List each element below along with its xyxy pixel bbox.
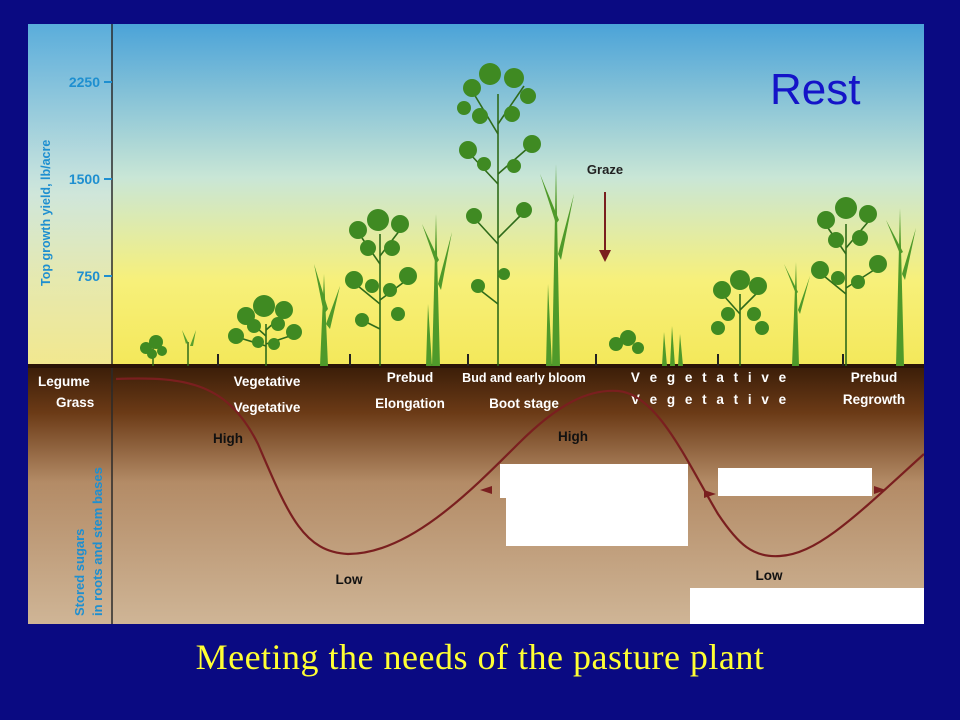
graze-label: Graze	[587, 162, 623, 177]
stage-grass-2: Boot stage	[489, 396, 559, 411]
row-label-grass: Grass	[56, 395, 94, 410]
blank-patch-1	[500, 464, 688, 498]
y-tick-2250: 2250	[69, 74, 100, 90]
blank-patch-4	[690, 588, 924, 624]
bottom-axis-label-line1: Stored sugars	[72, 529, 87, 616]
stored-sugar-curve	[115, 377, 924, 558]
y-tick-750: 750	[77, 268, 101, 284]
stage-grass-0: Vegetative	[234, 400, 301, 415]
stage-grass-1: Elongation	[375, 396, 445, 411]
blank-patch-2	[506, 498, 688, 546]
curve-label-low-2: Low	[756, 568, 783, 583]
plant-illustrations: Graze	[140, 63, 916, 366]
curve-label-low-1: Low	[336, 572, 363, 587]
rest-title: Rest	[770, 65, 860, 114]
pasture-diagram: 2250 1500 750 Top growth yield, lb/acre …	[28, 24, 924, 624]
stage-legume-1: Prebud	[387, 370, 434, 385]
curve-label-high-1: High	[213, 431, 243, 446]
stage-legume-4: Prebud	[851, 370, 898, 385]
bottom-axis-label-line2: in roots and stem bases	[90, 467, 105, 616]
y-tick-1500: 1500	[69, 171, 100, 187]
stage-legume-0: Vegetative	[234, 374, 301, 389]
stage-legume-3: V e g e t a t i v e	[631, 370, 789, 385]
stage-grass-3: V e g e t a t i v e	[631, 392, 789, 407]
slide-caption: Meeting the needs of the pasture plant	[195, 637, 765, 677]
stage-legume-2: Bud and early bloom	[462, 371, 586, 385]
top-axis-label: Top growth yield, lb/acre	[39, 140, 53, 286]
curve-label-high-2: High	[558, 429, 588, 444]
stage-grass-4: Regrowth	[843, 392, 905, 407]
row-label-legume: Legume	[38, 374, 90, 389]
blank-patch-3	[718, 468, 872, 496]
